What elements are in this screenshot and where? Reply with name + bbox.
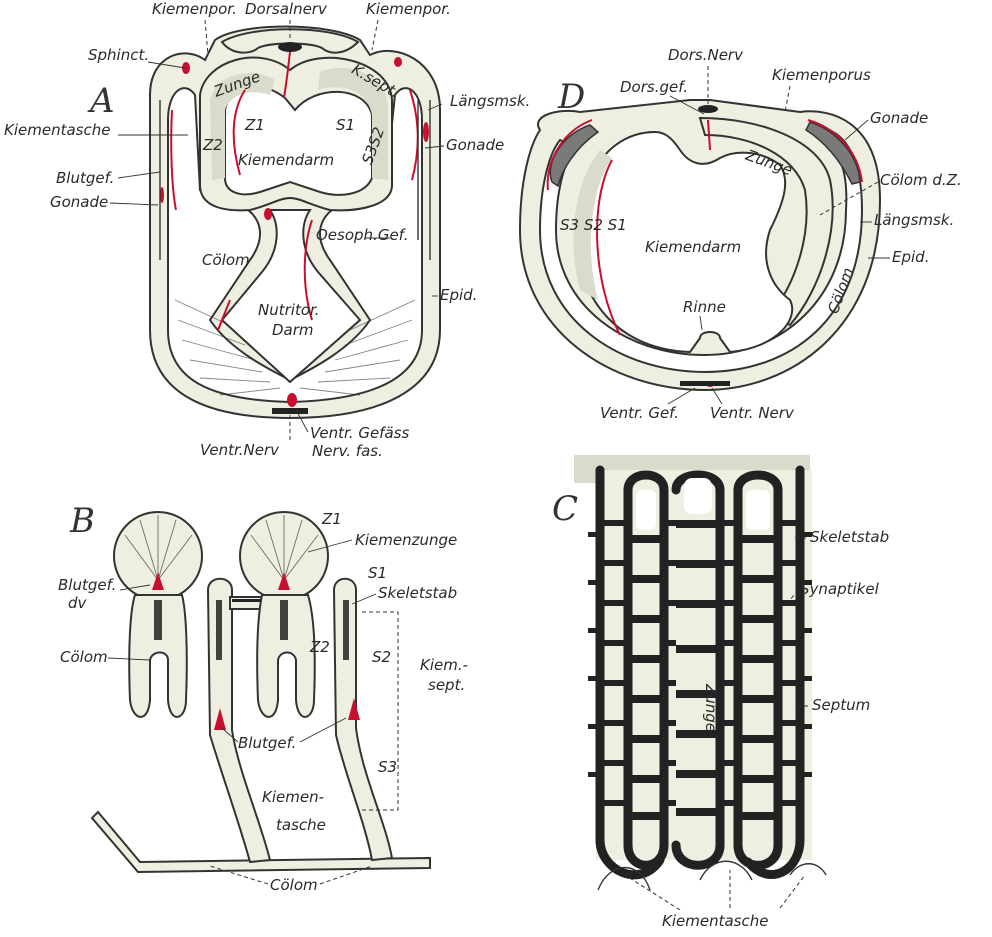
label-b-s2: S2 bbox=[372, 648, 391, 666]
label-a-blutgef: Blutgef. bbox=[56, 169, 114, 187]
label-a-nerv-fas: Nerv. fas. bbox=[312, 442, 383, 460]
label-a-z2: Z2 bbox=[202, 136, 223, 154]
label-c-septum: Septum bbox=[812, 696, 870, 714]
label-b-kiemenzunge: Kiemenzunge bbox=[355, 531, 457, 549]
panel-d-letter: D bbox=[557, 77, 585, 117]
label-b-coelom: Cölom bbox=[60, 648, 108, 666]
panel-a-letter: A bbox=[87, 81, 115, 121]
label-b-kiementasche-1: Kiemen- bbox=[262, 788, 324, 806]
label-a-kiementasche: Kiementasche bbox=[4, 121, 110, 139]
label-a-z1: Z1 bbox=[244, 116, 265, 134]
label-c-synaptikel: Synaptikel bbox=[800, 580, 880, 598]
label-d-rinne: Rinne bbox=[683, 298, 726, 316]
label-a-gonade: Gonade bbox=[446, 136, 504, 154]
label-a-coelom: Cölom bbox=[202, 251, 250, 269]
label-a-kiemendarm: Kiemendarm bbox=[238, 151, 334, 169]
label-a-darm: Darm bbox=[272, 321, 314, 339]
label-c-zunge: Zunge bbox=[702, 683, 720, 732]
label-a-gonade-left: Gonade bbox=[50, 193, 108, 211]
label-a-oesoph-gef: Oesoph.Gef. bbox=[316, 226, 408, 244]
label-d-ventr-gef: Ventr. Gef. bbox=[600, 404, 679, 422]
label-a-nutritor: Nutritor. bbox=[258, 301, 320, 319]
label-d-dors-nerv: Dors.Nerv bbox=[668, 46, 744, 64]
label-a-kiemenpor-right: Kiemenpor. bbox=[366, 0, 451, 18]
panel-c-letter: C bbox=[552, 489, 578, 529]
label-b-kiementasche-2: tasche bbox=[276, 816, 326, 834]
label-d-s3s2s1: S3 S2 S1 bbox=[560, 216, 627, 234]
panel-c bbox=[574, 455, 826, 890]
label-c-skeletstab: Skeletstab bbox=[810, 528, 889, 546]
label-b-blutgef: Blutgef. bbox=[238, 734, 296, 752]
label-b-blutgef-dv: Blutgef. bbox=[58, 576, 116, 594]
label-a-laengsmsk: Längsmsk. bbox=[450, 92, 530, 110]
label-b-s1: S1 bbox=[368, 564, 387, 582]
label-a-s1: S1 bbox=[336, 116, 355, 134]
label-d-dors-gef: Dors.gef. bbox=[620, 78, 688, 96]
panel-c-grid bbox=[588, 470, 812, 875]
label-b-dv: dv bbox=[68, 594, 88, 612]
label-b-kiem-sept-2: sept. bbox=[428, 676, 465, 694]
label-b-z2: Z2 bbox=[309, 638, 330, 656]
label-a-ventr-nerv: Ventr.Nerv bbox=[200, 441, 280, 459]
label-d-laengsmsk: Längsmsk. bbox=[874, 211, 954, 229]
label-a-dorsalnerv: Dorsalnerv bbox=[245, 0, 328, 18]
label-b-coelom-bottom: Cölom bbox=[270, 876, 318, 894]
panel-b-letter: B bbox=[69, 501, 95, 541]
label-a-epid: Epid. bbox=[440, 286, 477, 304]
label-d-kiemenporus: Kiemenporus bbox=[772, 66, 871, 84]
label-c-kiementasche: Kiementasche bbox=[662, 912, 768, 930]
label-a-sphinct: Sphinct. bbox=[88, 46, 149, 64]
label-b-z1: Z1 bbox=[321, 510, 342, 528]
label-b-kiem-sept-1: Kiem.- bbox=[420, 656, 468, 674]
label-b-s3: S3 bbox=[378, 758, 397, 776]
label-d-kiemendarm: Kiemendarm bbox=[645, 238, 741, 256]
label-a-kiemenpor-left: Kiemenpor. bbox=[152, 0, 237, 18]
label-d-gonade: Gonade bbox=[870, 109, 928, 127]
label-d-coelom-z: Cölom d.Z. bbox=[880, 171, 962, 189]
label-b-skeletstab: Skeletstab bbox=[378, 584, 457, 602]
label-d-ventr-nerv: Ventr. Nerv bbox=[710, 404, 795, 422]
label-d-epid: Epid. bbox=[892, 248, 929, 266]
label-a-ventr-gefaess: Ventr. Gefäss bbox=[310, 424, 409, 442]
